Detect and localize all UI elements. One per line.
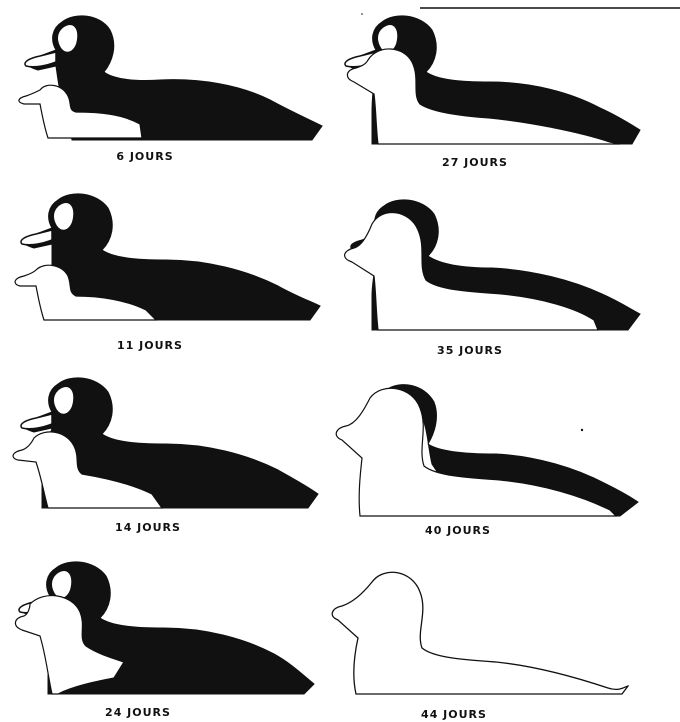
stage-11-jours <box>15 194 320 320</box>
stage-40-jours <box>336 385 638 516</box>
stage-label-11: 11 JOURS <box>117 339 183 352</box>
scan-speck <box>581 429 583 431</box>
juvenile-white-body <box>336 388 616 516</box>
stage-27-jours <box>345 16 640 144</box>
juvenile-outline-body <box>332 572 628 694</box>
stage-14-jours <box>13 378 318 508</box>
stage-label-27: 27 JOURS <box>442 156 508 169</box>
scan-speck <box>361 13 363 15</box>
stage-44-jours <box>332 572 628 694</box>
stage-label-6: 6 JOURS <box>116 150 173 163</box>
stage-6-jours <box>19 16 322 140</box>
stage-label-40: 40 JOURS <box>425 524 491 537</box>
stage-35-jours <box>345 200 640 330</box>
stage-label-14: 14 JOURS <box>115 521 181 534</box>
stage-label-44: 44 JOURS <box>421 708 487 721</box>
stage-label-35: 35 JOURS <box>437 344 503 357</box>
stage-label-24: 24 JOURS <box>105 706 171 719</box>
stage-24-jours <box>15 562 314 694</box>
